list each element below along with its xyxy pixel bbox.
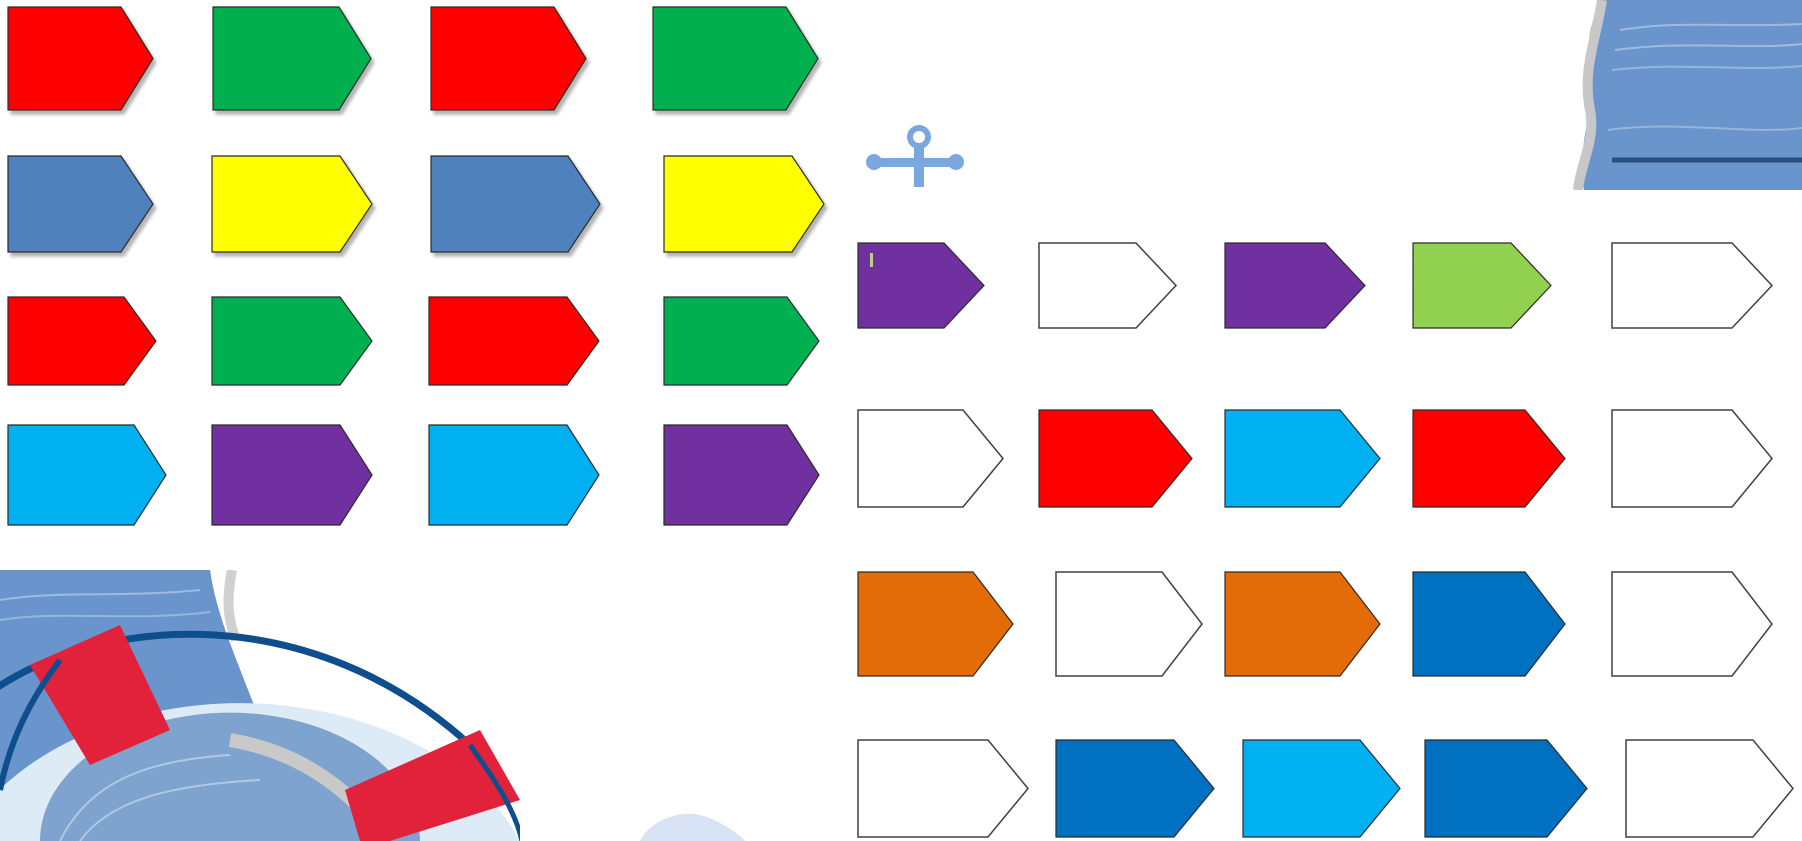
left-grid-arrow-r3-c4 <box>664 297 819 385</box>
right-grid-arrow-r2-c1 <box>858 410 1003 507</box>
left-grid-arrow-r1-c4 <box>653 7 818 110</box>
right-grid-arrow-r2-c3 <box>1225 410 1380 507</box>
right-grid-arrow-r2-c4 <box>1413 410 1565 507</box>
right-grid-arrow-r3-c4 <box>1413 572 1565 676</box>
left-grid-arrow-r4-c4 <box>664 425 819 525</box>
left-grid-arrow-r3-c3 <box>429 297 599 385</box>
left-grid-arrow-r2-c4 <box>664 156 824 252</box>
wave-image-top <box>1578 0 1802 190</box>
left-grid-arrow-r1-c1 <box>8 7 153 110</box>
left-arrow-grid <box>8 7 824 525</box>
anchor-icon <box>866 128 964 187</box>
left-grid-arrow-r3-c2 <box>212 297 372 385</box>
right-grid-arrow-r1-c1 <box>858 243 984 328</box>
left-grid-arrow-r2-c3 <box>431 156 600 252</box>
right-grid-arrow-r4-c2 <box>1056 740 1214 837</box>
right-grid-arrow-r1-c3 <box>1225 243 1365 328</box>
right-grid-arrow-r1-c4 <box>1413 243 1551 328</box>
right-grid-arrow-r3-c1 <box>858 572 1013 676</box>
left-grid-arrow-r4-c3 <box>429 425 599 525</box>
right-grid-arrow-r1-c5 <box>1612 243 1772 328</box>
left-grid-arrow-r3-c1 <box>8 297 156 385</box>
right-grid-arrow-r4-c4 <box>1425 740 1587 837</box>
left-grid-arrow-r4-c2 <box>212 425 372 525</box>
wave-blob <box>640 814 745 841</box>
right-grid-arrow-r4-c3 <box>1243 740 1400 837</box>
lifebuoy-icon <box>0 570 522 841</box>
left-grid-arrow-r1-c2 <box>213 7 371 110</box>
right-grid-arrow-r2-c5 <box>1612 410 1772 507</box>
right-grid-arrow-r4-c5 <box>1626 740 1793 837</box>
right-grid-arrow-r1-c2 <box>1039 243 1176 328</box>
right-grid-arrow-r2-c2 <box>1039 410 1192 507</box>
text-cursor <box>870 253 873 267</box>
left-grid-arrow-r4-c1 <box>8 425 166 525</box>
left-grid-arrow-r2-c2 <box>212 156 372 252</box>
right-grid-arrow-r4-c1 <box>858 740 1028 837</box>
right-grid-arrow-r3-c2 <box>1056 572 1202 676</box>
right-arrow-grid <box>858 243 1793 837</box>
left-grid-arrow-r2-c1 <box>8 156 153 252</box>
right-grid-arrow-r3-c3 <box>1225 572 1380 676</box>
right-grid-arrow-r3-c5 <box>1612 572 1772 676</box>
left-grid-arrow-r1-c3 <box>431 7 586 110</box>
